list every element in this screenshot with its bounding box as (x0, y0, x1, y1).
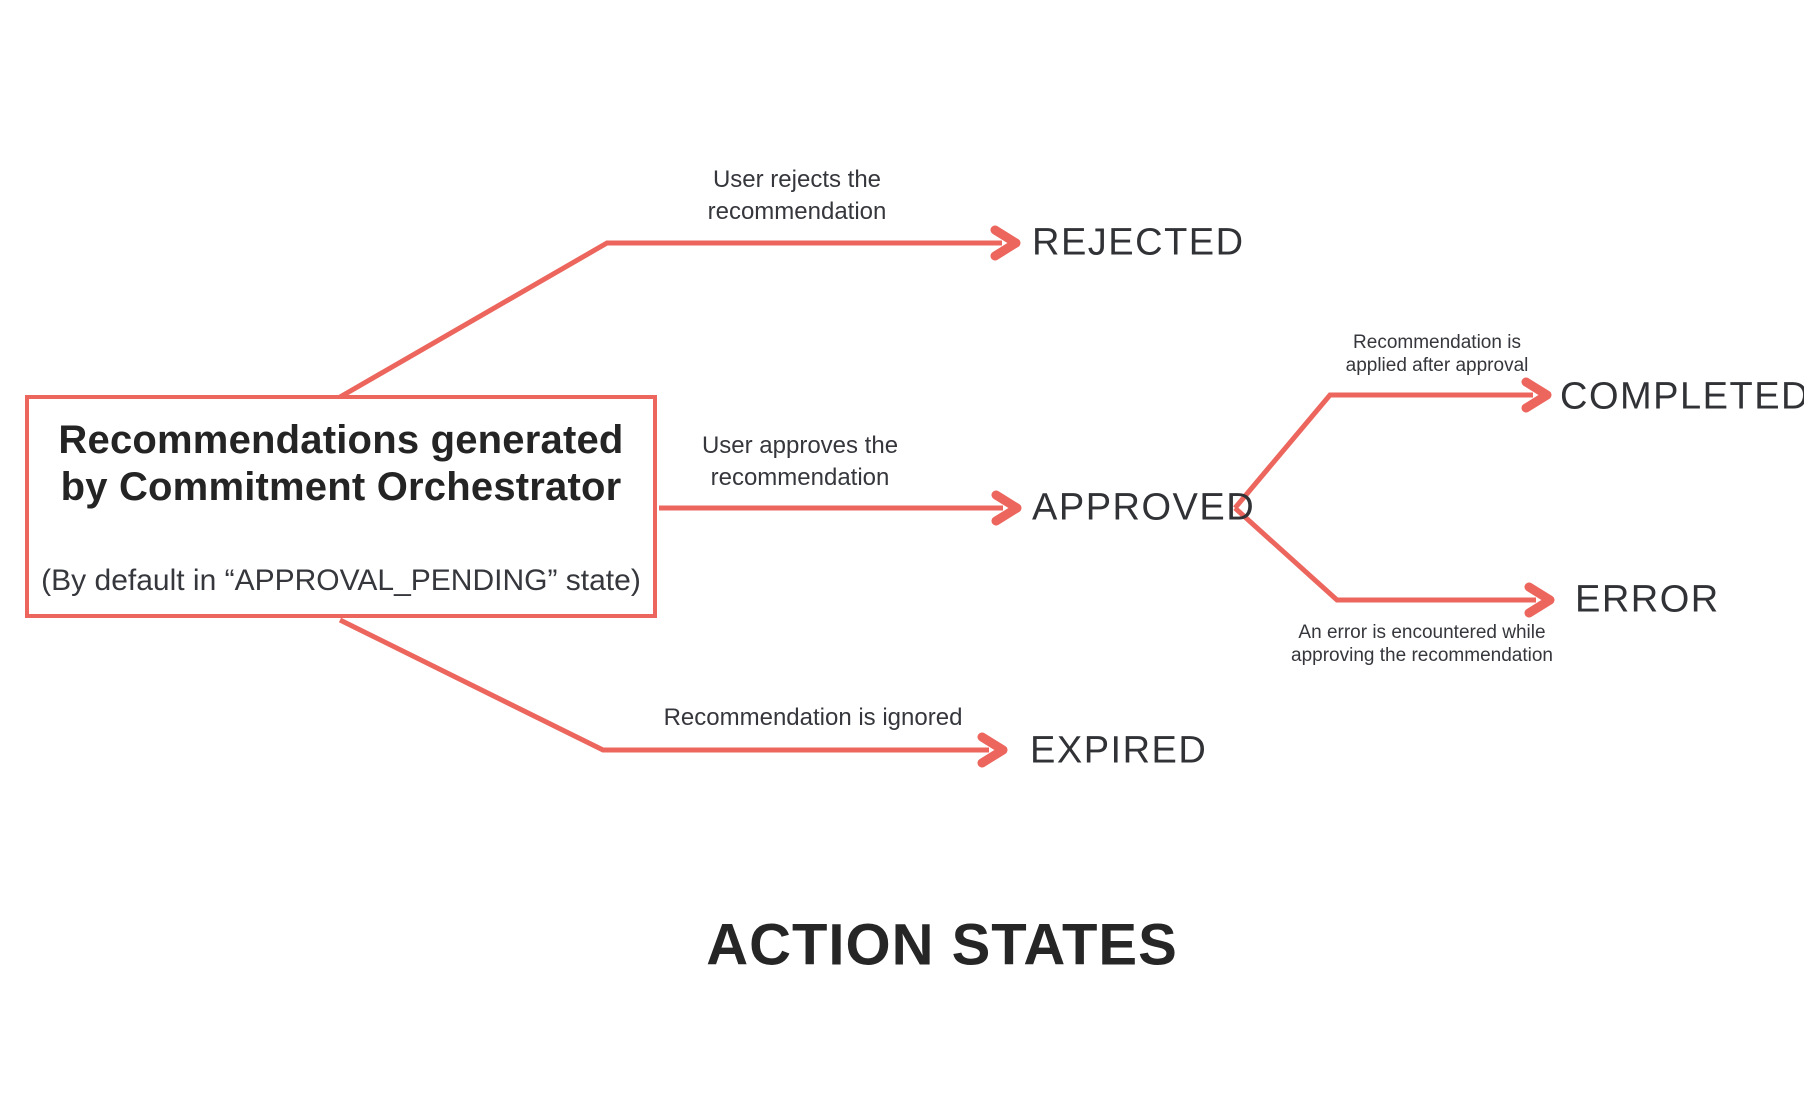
edge-note-reject-line2: recommendation (707, 198, 887, 225)
state-label-expired: EXPIRED (1030, 729, 1208, 772)
state-label-error: ERROR (1575, 578, 1720, 621)
state-label-approved: APPROVED (1032, 486, 1256, 529)
state-label-completed: COMPLETED (1560, 375, 1804, 418)
edge-note-complete-line1: Recommendation is (1353, 332, 1521, 353)
arrowhead-rejected-icon (990, 225, 1021, 261)
edge-note-complete: Recommendation is applied after approval (1346, 331, 1529, 377)
arrowhead-approved-icon (991, 490, 1022, 526)
arrow-line-expired (338, 617, 989, 753)
edge-note-error-line1: An error is encountered while (1298, 622, 1546, 643)
arrow-line-rejected (338, 240, 1002, 400)
edge-note-reject: User rejects the recommendation (708, 164, 887, 228)
edge-note-reject-line1: User rejects the (712, 166, 882, 193)
source-state-box: Recommendations generated by Commitment … (25, 395, 657, 618)
edge-note-approve: User approves the recommendation (702, 430, 898, 494)
edge-note-approve-line1: User approves the (701, 432, 899, 459)
source-box-heading-line1: Recommendations generated (58, 418, 624, 462)
diagram-title: ACTION STATES (706, 912, 1178, 978)
edge-note-expire: Recommendation is ignored (664, 702, 963, 734)
arrow-line-error (1233, 506, 1536, 603)
edge-note-error: An error is encountered while approving … (1291, 621, 1553, 667)
arrowhead-completed-icon (1521, 377, 1552, 413)
arrow-line-completed (1233, 392, 1533, 510)
edge-note-approve-line2: recommendation (710, 464, 890, 491)
source-box-heading-line2: by Commitment Orchestrator (60, 465, 622, 509)
edge-note-error-line2: approving the recommendation (1291, 645, 1553, 666)
edge-note-expire-line1: Recommendation is ignored (663, 704, 963, 731)
arrowhead-expired-icon (977, 732, 1008, 768)
source-box-subtitle: (By default in “APPROVAL_PENDING” state) (41, 564, 641, 597)
arrowhead-error-icon (1524, 582, 1555, 618)
edge-note-complete-line2: applied after approval (1345, 355, 1529, 376)
state-label-rejected: REJECTED (1032, 221, 1245, 264)
source-box-heading: Recommendations generated by Commitment … (29, 417, 653, 511)
